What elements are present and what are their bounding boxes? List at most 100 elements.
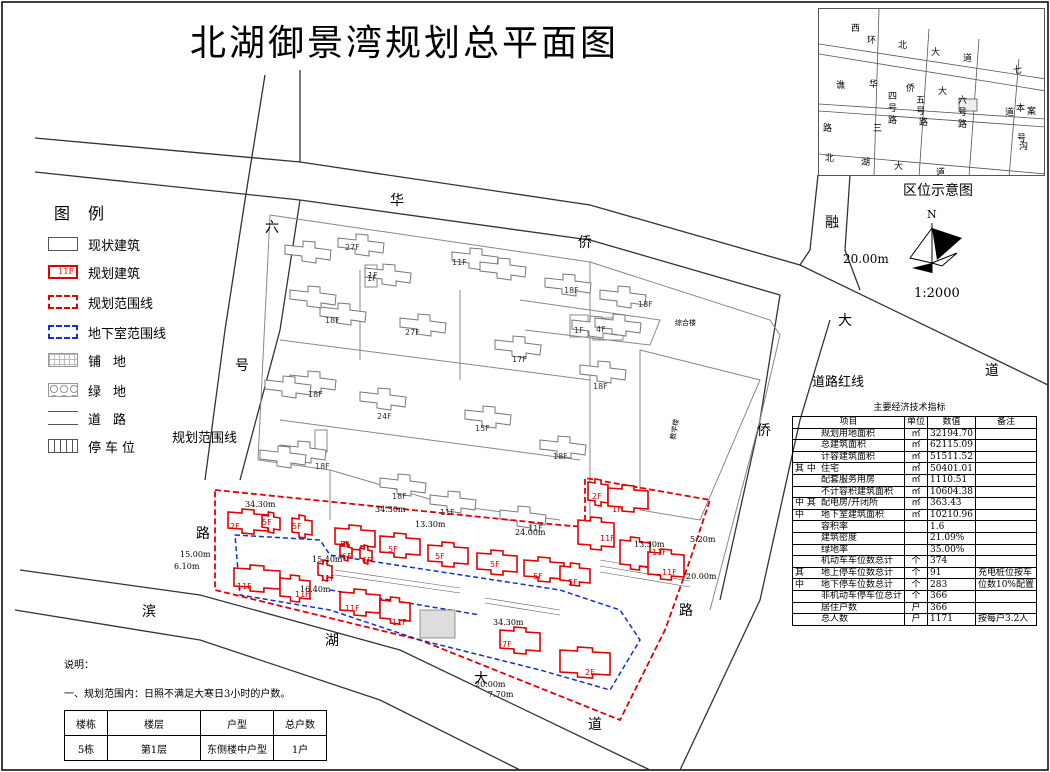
row-prefix: 其 中 — [795, 463, 816, 474]
table-cell: ㎡ — [904, 485, 929, 499]
row-label: 绿地率 — [821, 544, 849, 555]
existing-building-label: 18F — [553, 452, 568, 461]
boundary-swatch — [48, 295, 78, 309]
table-header: 数值 — [927, 416, 976, 429]
table-cell — [974, 555, 1038, 568]
road-label: 路 — [196, 526, 210, 542]
table-cell — [974, 485, 1038, 499]
row-label: 总人数 — [821, 614, 849, 625]
table-cell — [974, 450, 1038, 464]
existing-building-label: 11F — [440, 508, 455, 517]
table-cell — [904, 520, 929, 533]
road-label: 道 — [985, 363, 999, 379]
existing-building — [399, 313, 447, 337]
table-row-label: 不计容积建筑面积 — [791, 485, 906, 499]
road-label: 湖 — [325, 633, 339, 649]
row-prefix: 其 — [795, 568, 805, 579]
existing-building-label: 18F — [392, 492, 407, 501]
planned-building-label: 11F — [662, 568, 677, 577]
existing-building — [499, 505, 547, 529]
table-cell — [974, 531, 1038, 545]
dimension-label: 20.00m — [475, 680, 506, 689]
planned-building — [559, 646, 611, 679]
existing-building — [539, 435, 587, 459]
planned-building-label: 7F — [502, 640, 512, 649]
legend-label: 规划范围线 — [88, 296, 154, 312]
planned-building — [476, 549, 518, 576]
planned-building-label: 11F — [345, 604, 360, 613]
existing-building-label: 18F — [308, 390, 323, 399]
table-cell — [974, 589, 1038, 603]
road-red-line-label: 道路红线 — [812, 375, 865, 390]
existing-building-label: 1F — [574, 326, 584, 335]
existing-building — [264, 375, 312, 399]
planned-building — [559, 562, 591, 587]
planned-building-label: 5F — [568, 578, 578, 587]
table-cell: 91 — [927, 566, 976, 580]
table-row-label: 总人数 — [791, 613, 906, 626]
table-cell: 21.09% — [927, 531, 976, 545]
table-header: 备注 — [974, 416, 1038, 429]
minimap-label: 大 — [894, 162, 904, 172]
table-cell: ㎡ — [904, 439, 929, 452]
road-label: 号 — [235, 358, 249, 374]
legend-item-paving: 铺地 — [48, 350, 138, 370]
planning-boundary-label: 规划范围线 — [172, 431, 238, 446]
row-prefix: 中 — [795, 579, 805, 590]
planned-building-label: 6F — [362, 556, 372, 565]
minimap-label: 道 — [936, 168, 946, 176]
dimension-label: 20.00m — [686, 572, 717, 581]
table-cell — [904, 531, 929, 545]
planned-building-label: 11F — [392, 618, 407, 627]
existing-building — [464, 405, 512, 429]
legend-label: 现状建筑 — [88, 238, 141, 254]
existing-building-label: 4F — [596, 325, 606, 334]
planned-building-label: 11F — [237, 582, 252, 591]
existing-building — [364, 263, 412, 287]
location-map-caption: 区位示意图 — [903, 183, 973, 199]
road-label: 融 — [825, 215, 839, 231]
legend-item-parking: 停车位 — [48, 436, 139, 456]
page-title: 北湖御景湾规划总平面图 — [190, 23, 620, 64]
table-row-label: 配套服务用房 — [791, 473, 906, 487]
table-cell: 283 — [927, 578, 976, 591]
existing-building-label: 24F — [377, 412, 392, 421]
table-row-label: 中地下室建筑面积 — [791, 508, 906, 522]
planned-building — [523, 556, 565, 583]
planned-building — [317, 558, 333, 583]
dimension-label: 7.70m — [488, 690, 514, 699]
legend-label: 地下室范围线 — [88, 326, 167, 342]
minimap-label: 沟 — [1019, 142, 1029, 152]
planned-building-label: 5F — [435, 552, 445, 561]
planned-building — [291, 514, 313, 539]
row-prefix: 中 — [795, 510, 805, 521]
legend-label: 绿地 — [88, 384, 139, 400]
minimap-label: 案 — [1027, 107, 1037, 117]
row-label: 计容建筑面积 — [821, 452, 876, 463]
legend-item-planned: 11F 规划建筑 — [48, 262, 140, 282]
minimap-label: 七 — [1013, 66, 1023, 76]
table-row-label: 总建筑面积 — [791, 439, 906, 452]
table-cell: 50401.01 — [927, 462, 976, 475]
planned-building — [577, 516, 615, 551]
minimap-label: 华 — [869, 80, 879, 90]
dimension-label: 34.30m — [493, 618, 524, 627]
planned-building-label: 1F — [612, 505, 622, 514]
existing-building-label: 27F — [405, 328, 420, 337]
existing-building-swatch — [48, 237, 78, 251]
planned-building-label: 5F — [490, 560, 500, 569]
minimap-label: 号 — [888, 104, 898, 114]
row-label: 地下停车位数总计 — [821, 579, 894, 590]
planned-buildings — [227, 478, 685, 679]
road-label: 道 — [588, 717, 602, 733]
minimap-label: 路 — [919, 118, 929, 128]
table-header: 楼层 — [107, 710, 201, 736]
table-cell: 充电桩位按车 — [974, 566, 1038, 580]
